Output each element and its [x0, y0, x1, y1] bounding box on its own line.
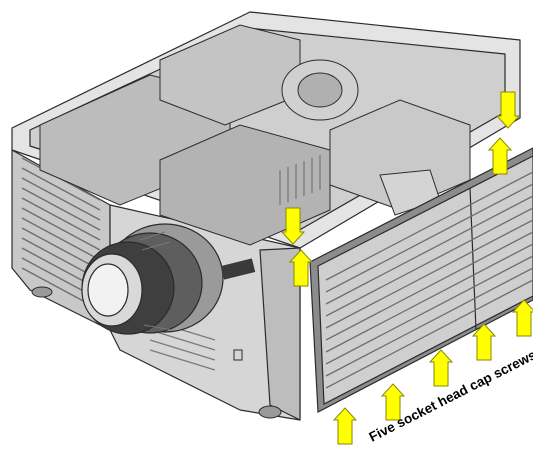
screw-arrow-4 [471, 323, 497, 361]
projector-feet [31, 286, 282, 419]
screw-arrow-5 [511, 299, 533, 337]
side-panel-louvers [325, 171, 533, 389]
top-panel-arrow-down [495, 91, 521, 129]
front-panel-arrow-up [288, 249, 314, 287]
screw-arrow-2 [380, 383, 406, 421]
brand-plate [220, 258, 256, 280]
projection-lens [81, 223, 224, 335]
side-access-panel [309, 147, 533, 413]
screw-arrow-3 [428, 349, 454, 387]
top-panel-arrow-up [487, 137, 513, 175]
status-indicator [233, 349, 243, 361]
arrow-callouts [280, 91, 533, 445]
screw-arrow-1 [332, 407, 358, 445]
internal-modules [39, 24, 471, 246]
front-panel-arrow-down [280, 207, 306, 245]
